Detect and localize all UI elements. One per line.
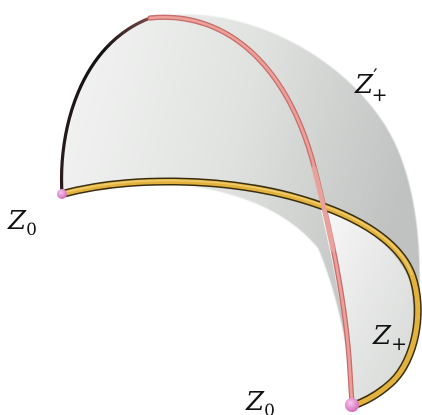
label-z0-left: Z0: [7, 206, 37, 240]
left-meridian-arc: [59, 16, 152, 196]
hemisphere-surface: [61, 14, 420, 405]
label-z-plus: Z+: [372, 321, 407, 355]
equator-tube-highlight: [61, 179, 413, 275]
pink-meridian-front-segment: [311, 165, 336, 253]
label-z0-bottom: Z0: [245, 387, 275, 415]
hemisphere-inner-surface: [320, 206, 414, 402]
z0-bottom-point: [345, 398, 359, 412]
z0-left-point: [57, 189, 67, 199]
label-z-plus-prime: Z′+: [354, 64, 388, 106]
